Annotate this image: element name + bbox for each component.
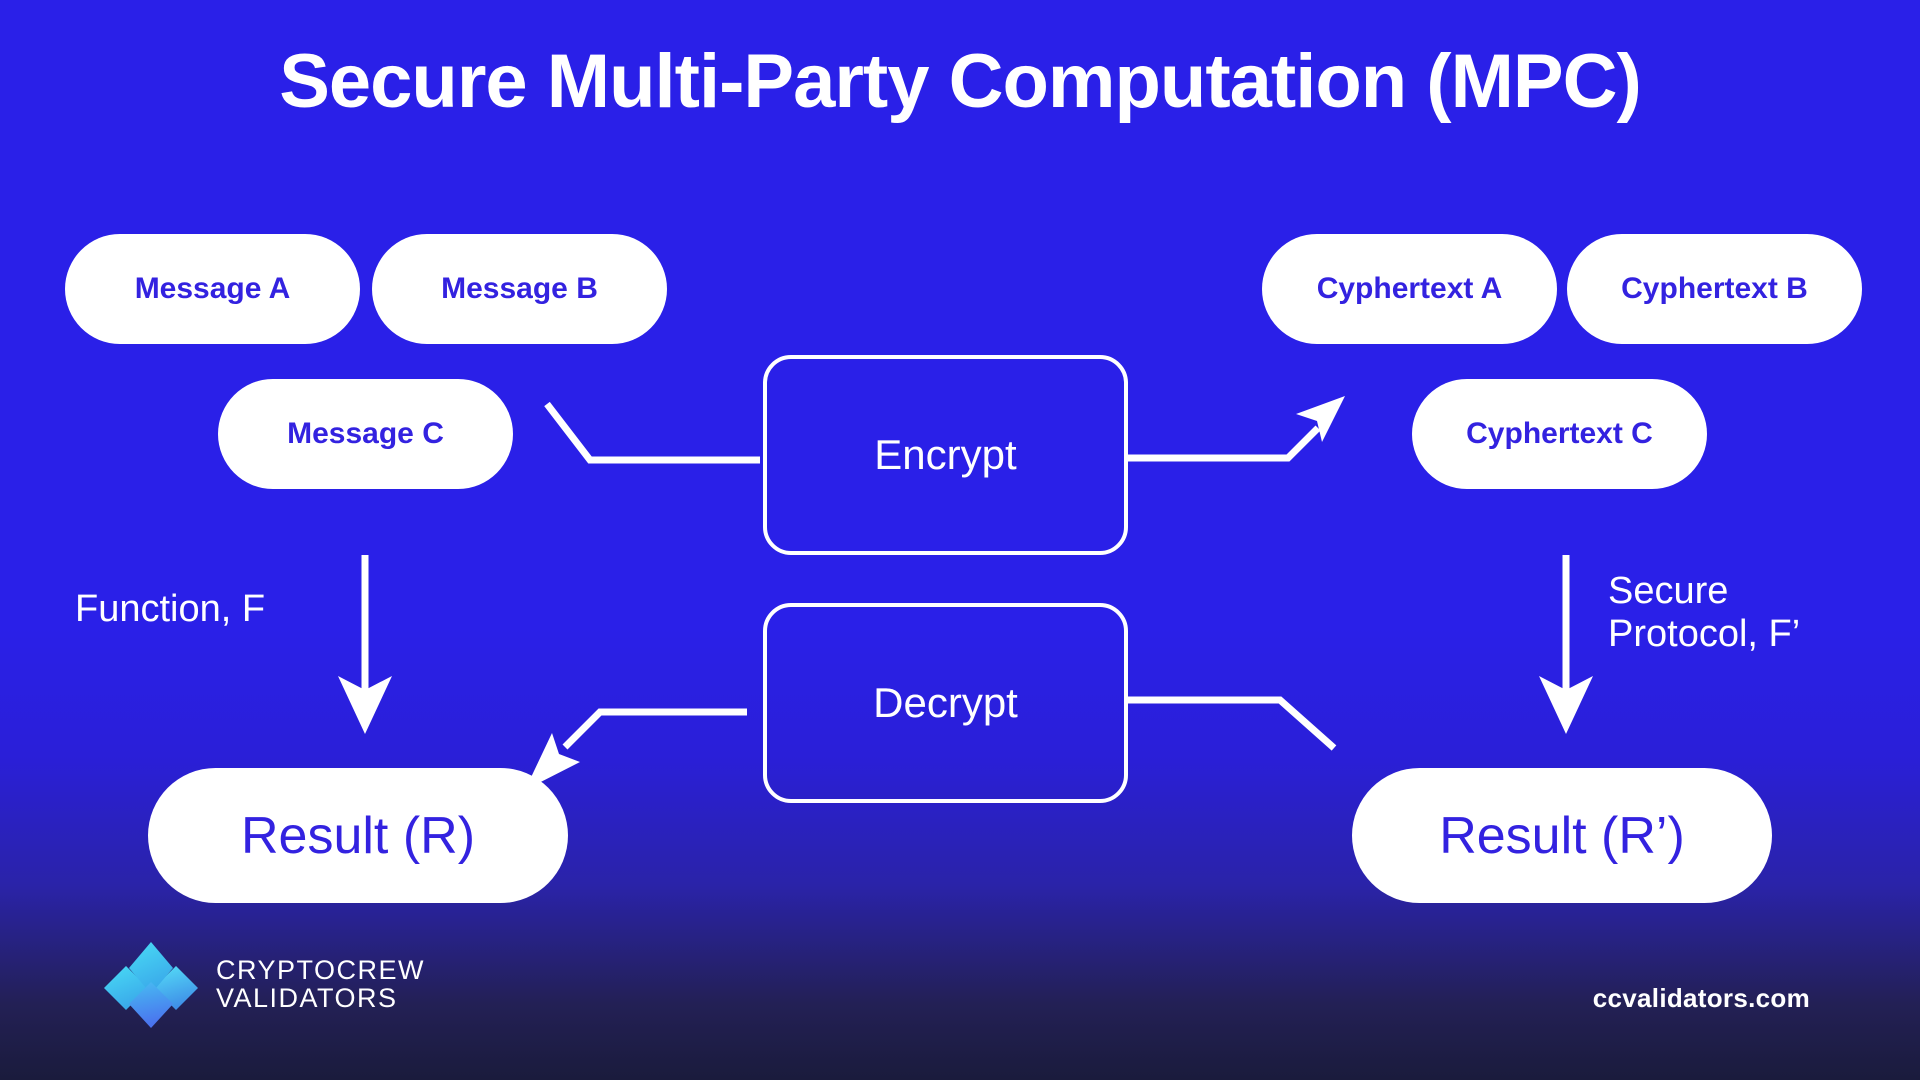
node-cyphertext-c-label: Cyphertext C (1466, 417, 1653, 450)
site-url[interactable]: ccvalidators.com (1592, 983, 1810, 1013)
node-cyphertext-c[interactable]: Cyphertext C (1412, 379, 1707, 489)
wire-encrypt-to-cyphertext (1128, 425, 1321, 462)
node-message-a-label: Message A (134, 272, 291, 305)
brand-logo[interactable]: CRYPTOCREW VALIDATORS (104, 940, 425, 1030)
label-secure-protocol: Secure Protocol, F’ (1608, 570, 1801, 655)
wire-decrypt-to-result (562, 708, 747, 750)
arrowhead-secure-protocol (1539, 676, 1593, 734)
wire-cyphertext-to-decrypt (1128, 696, 1337, 751)
process-encrypt-label: Encrypt (874, 431, 1017, 478)
node-result-r[interactable]: Result (R) (148, 768, 568, 903)
wire-messages-to-encrypt (544, 401, 760, 464)
brand-wordmark: CRYPTOCREW VALIDATORS (216, 957, 425, 1012)
node-message-a[interactable]: Message A (65, 234, 360, 344)
page-title: Secure Multi-Party Computation (MPC) (279, 39, 1642, 124)
node-message-b-label: Message B (441, 272, 598, 305)
brand-line-2: VALIDATORS (216, 983, 398, 1013)
process-encrypt[interactable]: Encrypt (763, 355, 1128, 555)
node-message-c[interactable]: Message C (218, 379, 513, 489)
arrowhead-function-f (338, 676, 392, 734)
node-cyphertext-b-label: Cyphertext B (1621, 272, 1808, 305)
node-cyphertext-a[interactable]: Cyphertext A (1262, 234, 1557, 344)
node-result-r-prime[interactable]: Result (R’) (1352, 768, 1772, 903)
process-decrypt[interactable]: Decrypt (763, 603, 1128, 803)
brand-line-1: CRYPTOCREW (216, 955, 426, 986)
arrowhead-encrypt-to-cyphertext (1296, 396, 1345, 442)
node-message-b[interactable]: Message B (372, 234, 667, 344)
label-function-f: Function, F (75, 588, 266, 630)
process-decrypt-label: Decrypt (873, 679, 1018, 726)
node-cyphertext-a-label: Cyphertext A (1316, 272, 1503, 305)
node-result-r-prime-label: Result (R’) (1439, 806, 1685, 865)
node-cyphertext-b[interactable]: Cyphertext B (1567, 234, 1862, 344)
node-result-r-label: Result (R) (240, 806, 476, 865)
cryptocrew-crown-icon (104, 942, 198, 1028)
node-message-c-label: Message C (287, 417, 444, 450)
